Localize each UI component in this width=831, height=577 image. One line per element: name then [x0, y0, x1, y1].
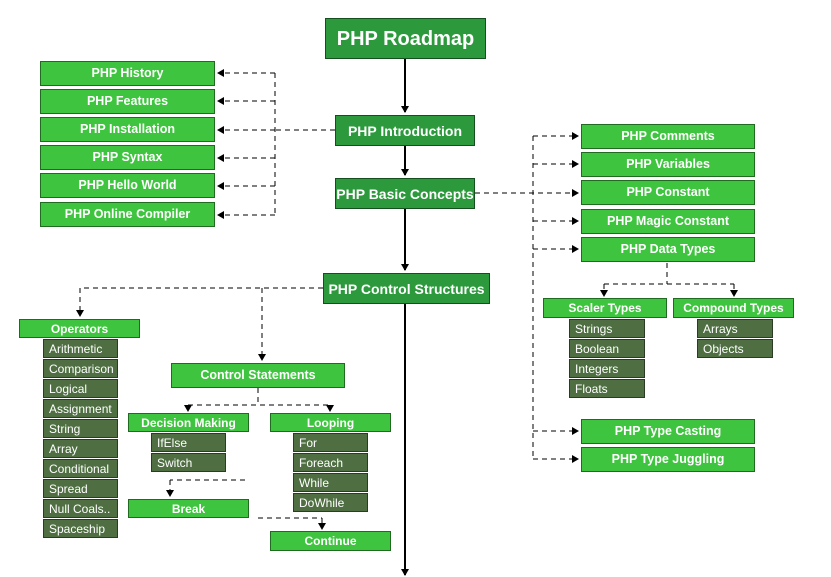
leaf-strings: Strings — [569, 319, 645, 338]
leaf-boolean: Boolean — [569, 339, 645, 358]
node-compound-types: Compound Types — [673, 298, 794, 318]
node-php-features: PHP Features — [40, 89, 215, 114]
node-continue: Continue — [270, 531, 391, 551]
node-decision-making: Decision Making — [128, 413, 249, 432]
leaf-while: While — [293, 473, 368, 492]
leaf-arrays: Arrays — [697, 319, 773, 338]
leaf-foreach: Foreach — [293, 453, 368, 472]
leaf-spaceship: Spaceship — [43, 519, 118, 538]
node-php-magic-constant: PHP Magic Constant — [581, 209, 755, 234]
leaf-arithmetic: Arithmetic — [43, 339, 118, 358]
node-php-hello-world: PHP Hello World — [40, 173, 215, 198]
leaf-integers: Integers — [569, 359, 645, 378]
leaf-spread: Spread — [43, 479, 118, 498]
node-php-control-structures: PHP Control Structures — [323, 273, 490, 304]
node-php-type-juggling: PHP Type Juggling — [581, 447, 755, 472]
leaf-for: For — [293, 433, 368, 452]
node-break: Break — [128, 499, 249, 518]
leaf-assignment: Assignment — [43, 399, 118, 418]
leaf-conditional: Conditional — [43, 459, 118, 478]
node-php-introduction: PHP Introduction — [335, 115, 475, 146]
leaf-objects: Objects — [697, 339, 773, 358]
node-looping: Looping — [270, 413, 391, 432]
node-php-history: PHP History — [40, 61, 215, 86]
node-scaler-types: Scaler Types — [543, 298, 667, 318]
leaf-dowhile: DoWhile — [293, 493, 368, 512]
leaf-switch: Switch — [151, 453, 226, 472]
node-operators: Operators — [19, 319, 140, 338]
leaf-floats: Floats — [569, 379, 645, 398]
node-php-basic-concepts: PHP Basic Concepts — [335, 178, 475, 209]
leaf-string: String — [43, 419, 118, 438]
node-php-online-compiler: PHP Online Compiler — [40, 202, 215, 227]
leaf-logical: Logical — [43, 379, 118, 398]
node-php-installation: PHP Installation — [40, 117, 215, 142]
root-node: PHP Roadmap — [325, 18, 486, 59]
node-php-comments: PHP Comments — [581, 124, 755, 149]
node-control-statements: Control Statements — [171, 363, 345, 388]
node-php-data-types: PHP Data Types — [581, 237, 755, 262]
node-php-constant: PHP Constant — [581, 180, 755, 205]
leaf-array: Array — [43, 439, 118, 458]
leaf-ifelse: IfElse — [151, 433, 226, 452]
node-php-variables: PHP Variables — [581, 152, 755, 177]
node-php-type-casting: PHP Type Casting — [581, 419, 755, 444]
leaf-comparison: Comparison — [43, 359, 118, 378]
leaf-null-coalescing: Null Coals.. — [43, 499, 118, 518]
node-php-syntax: PHP Syntax — [40, 145, 215, 170]
